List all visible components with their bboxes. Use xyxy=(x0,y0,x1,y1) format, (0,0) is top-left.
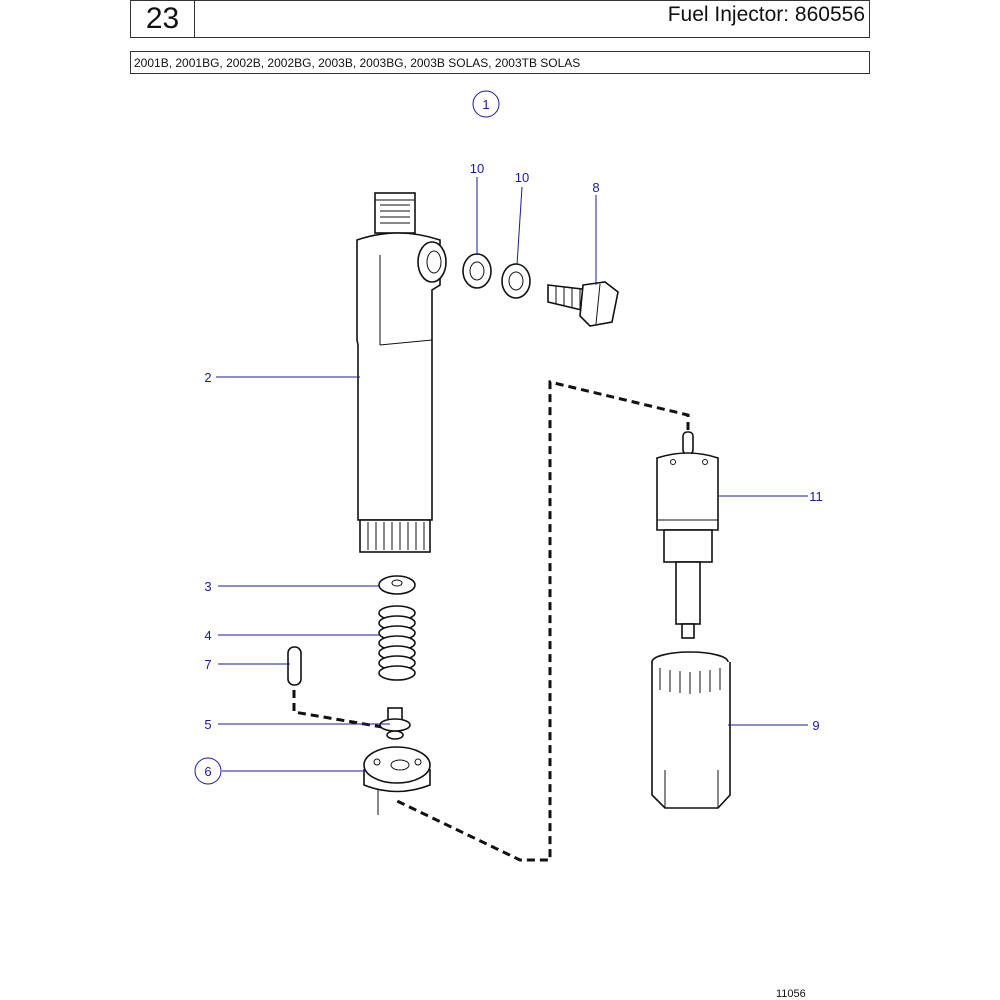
dowel-pin xyxy=(287,646,302,686)
spring-seat xyxy=(379,707,411,740)
callout-7: 7 xyxy=(204,657,211,672)
callout-11: 11 xyxy=(809,489,823,504)
callout-5: 5 xyxy=(204,717,211,732)
nozzle-cap-nut xyxy=(651,651,731,809)
svg-text:6: 6 xyxy=(204,764,211,779)
callout-6: 6 xyxy=(194,757,222,785)
injector-nozzle xyxy=(656,431,719,639)
callout-8: 8 xyxy=(592,180,599,195)
callout-9: 9 xyxy=(812,718,819,733)
injector-holder-body xyxy=(356,192,447,553)
page-title: Fuel Injector: 860556 xyxy=(667,3,865,26)
title-box: Fuel Injector: 860556 xyxy=(194,0,870,38)
page-number: 23 xyxy=(130,0,195,38)
assembly-dash-line-left xyxy=(292,690,389,730)
callout-1: 1 xyxy=(472,90,500,118)
sealing-washer-1 xyxy=(462,253,492,289)
sealing-washer-2 xyxy=(501,263,531,299)
shim-washer xyxy=(378,575,416,595)
callout-2: 2 xyxy=(204,370,211,385)
leader-10b xyxy=(516,186,523,266)
banjo-bolt xyxy=(547,281,619,327)
pressure-spring xyxy=(378,605,416,681)
figure-number: 11056 xyxy=(776,988,806,1000)
intermediate-plate xyxy=(363,746,431,815)
callout-3: 3 xyxy=(204,579,211,594)
callout-10b: 10 xyxy=(515,170,529,185)
svg-text:1: 1 xyxy=(482,97,489,112)
model-list: 2001B, 2001BG, 2002B, 2002BG, 2003B, 200… xyxy=(130,51,870,74)
callout-4: 4 xyxy=(204,628,211,643)
assembly-dash-line-right xyxy=(394,380,690,862)
callout-10a: 10 xyxy=(470,161,484,176)
